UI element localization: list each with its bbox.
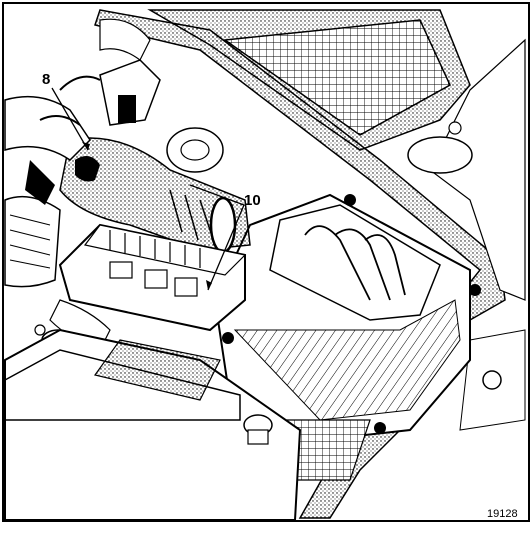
relay-box bbox=[58, 223, 247, 332]
leader-8 bbox=[51, 87, 89, 151]
callout-label-10: 10 bbox=[244, 192, 261, 209]
leader-10b bbox=[207, 204, 245, 291]
housing-fixing-4 bbox=[222, 332, 234, 344]
battery bbox=[4, 328, 302, 521]
figure-reference-number: 19128 bbox=[487, 508, 518, 520]
housing-fixing-1 bbox=[344, 194, 356, 206]
strut-mount bbox=[407, 136, 473, 174]
callout-label-8: 8 bbox=[42, 71, 50, 88]
left-engine-components bbox=[4, 18, 224, 351]
air-flow-sensor bbox=[75, 156, 100, 182]
leader-10a bbox=[189, 184, 245, 206]
strut-bolt bbox=[448, 121, 462, 135]
air-filter-housing bbox=[213, 193, 481, 442]
housing-fixing-3 bbox=[374, 422, 386, 434]
callout-leaders bbox=[51, 87, 245, 291]
mount-bolt-right bbox=[482, 370, 502, 390]
right-body-panel bbox=[407, 38, 526, 431]
connector-black bbox=[118, 95, 136, 123]
housing-fixing-2 bbox=[469, 284, 481, 296]
